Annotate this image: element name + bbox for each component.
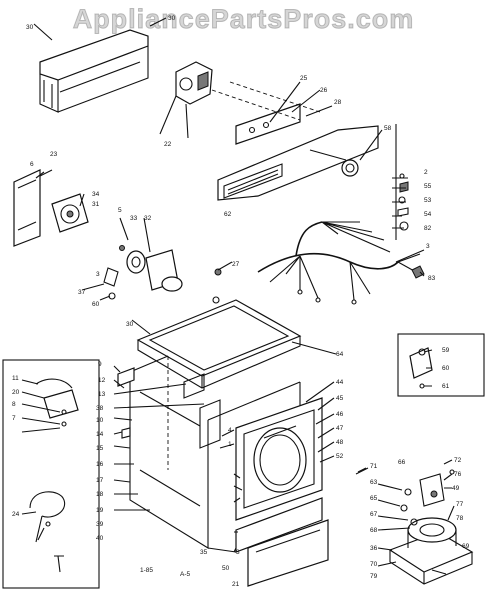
label-78: 78 (456, 515, 464, 522)
label-30b: 30 (168, 15, 176, 22)
label-13: 13 (98, 391, 106, 398)
label-50: 50 (222, 565, 230, 572)
label-47: 47 (336, 425, 344, 432)
diagram-code: A-5 (180, 571, 191, 578)
label-36: 36 (370, 545, 378, 552)
label-28: 28 (334, 99, 342, 106)
label-55: 55 (424, 183, 432, 190)
label-3c: 3 (236, 549, 240, 556)
label-72: 72 (454, 457, 462, 464)
label-79: 79 (370, 573, 378, 580)
label-68: 68 (370, 527, 378, 534)
label-54: 54 (424, 211, 432, 218)
label-7: 7 (12, 415, 16, 422)
label-3b: 3 (96, 271, 100, 278)
leader-lines (21, 17, 455, 575)
base-pump-assembly (357, 467, 474, 585)
front-panel (207, 397, 329, 587)
label-20: 20 (12, 389, 20, 396)
label-61: 61 (442, 383, 450, 390)
control-panel-bracket (211, 81, 321, 145)
label-4: 4 (228, 427, 232, 434)
label-12: 12 (98, 377, 106, 384)
label-3: 3 (426, 243, 430, 250)
label-63: 63 (370, 479, 378, 486)
pulley-assembly (103, 245, 183, 300)
control-console-panel (217, 125, 379, 201)
label-2: 2 (424, 169, 428, 176)
part-labels: 30 30 22 25 26 28 58 62 2 55 53 54 82 3 … (12, 15, 470, 588)
label-23: 23 (50, 151, 58, 158)
label-10: 10 (96, 417, 104, 424)
label-71: 71 (370, 463, 378, 470)
label-40: 40 (96, 535, 104, 542)
label-1: 1 (228, 441, 232, 448)
small-code: 1-85 (140, 567, 153, 574)
label-60b: 60 (442, 365, 450, 372)
label-30a: 30 (26, 24, 34, 31)
cabinet-top (136, 268, 302, 389)
label-34: 34 (92, 191, 100, 198)
hardware-column (395, 124, 425, 279)
label-77: 77 (456, 501, 464, 508)
label-52: 52 (336, 453, 344, 460)
label-64: 64 (336, 351, 344, 358)
label-65: 65 (370, 495, 378, 502)
selector-switch (159, 61, 213, 135)
label-33: 33 (130, 215, 138, 222)
label-16: 16 (96, 461, 104, 468)
label-39: 39 (96, 521, 104, 528)
label-48: 48 (336, 439, 344, 446)
label-22: 22 (164, 141, 172, 148)
label-17: 17 (96, 477, 104, 484)
label-5: 5 (118, 207, 122, 214)
label-19: 19 (96, 507, 104, 514)
wiring-harness (257, 221, 421, 305)
label-70: 70 (370, 561, 378, 568)
label-14: 14 (96, 431, 104, 438)
label-26: 26 (320, 87, 328, 94)
inset-left (2, 359, 100, 589)
label-6: 6 (30, 161, 34, 168)
label-24: 24 (12, 511, 20, 518)
label-35: 35 (200, 549, 208, 556)
label-9: 9 (98, 361, 102, 368)
label-49: 49 (452, 485, 460, 492)
label-83: 83 (428, 275, 436, 282)
label-11: 11 (12, 375, 19, 382)
watermark-text: AppliancePartsPros.com (72, 4, 415, 35)
label-21: 21 (232, 581, 240, 588)
motor-bracket (13, 169, 89, 247)
label-8: 8 (12, 401, 16, 408)
label-69: 69 (462, 543, 470, 550)
label-82: 82 (424, 225, 432, 232)
console-rail (39, 29, 149, 113)
label-59: 59 (442, 347, 450, 354)
label-18: 18 (96, 491, 104, 498)
cabinet-body (117, 355, 301, 549)
label-37: 37 (78, 289, 86, 296)
label-53: 53 (424, 197, 432, 204)
label-30c: 30 (126, 321, 134, 328)
label-45: 45 (336, 395, 344, 402)
label-62: 62 (224, 211, 232, 218)
label-31: 31 (92, 201, 100, 208)
label-66: 66 (398, 459, 406, 466)
label-76: 76 (454, 471, 462, 478)
label-25: 25 (300, 75, 308, 82)
inset-right (397, 333, 485, 397)
label-67: 67 (370, 511, 378, 518)
label-38: 38 (96, 405, 104, 412)
label-60: 60 (92, 301, 100, 308)
label-44: 44 (336, 379, 344, 386)
label-32: 32 (144, 215, 152, 222)
label-15: 15 (96, 445, 104, 452)
label-46: 46 (336, 411, 344, 418)
label-58: 58 (384, 125, 392, 132)
label-27: 27 (232, 261, 240, 268)
